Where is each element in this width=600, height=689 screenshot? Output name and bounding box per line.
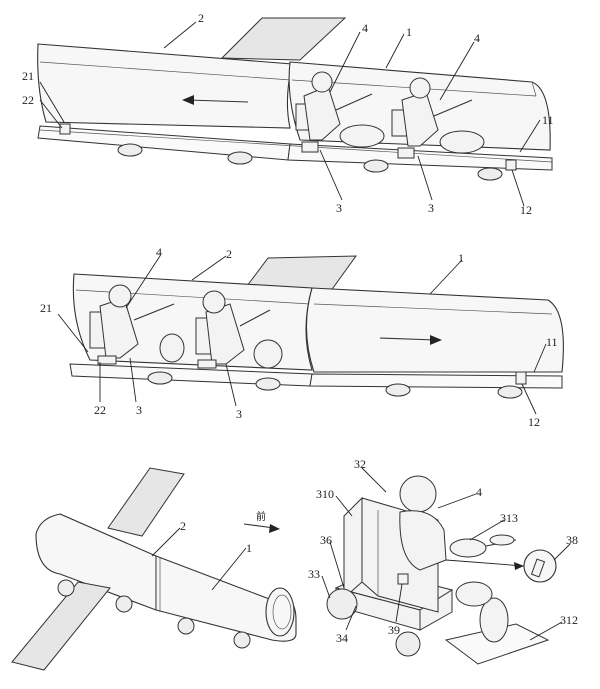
figure-2: 2 1 4 11 12 3 3 21 22: [40, 245, 564, 429]
fig2-label-22: 22: [94, 403, 106, 417]
fig2-label-1: 1: [458, 251, 464, 265]
fig1-label-12: 12: [520, 203, 532, 217]
fig2-seat: [195, 290, 283, 369]
fig1-part-22: [59, 123, 71, 135]
fig3-wing-upper: [107, 467, 185, 537]
figure-3: 2 1 前: [11, 467, 297, 671]
fig2-wheel: [255, 377, 281, 391]
fig2-label-3b: 3: [236, 407, 242, 421]
fig3-wheel: [57, 579, 75, 597]
fig1-part-12: [505, 159, 517, 171]
fig3-label-2: 2: [180, 519, 186, 533]
fig1-direction-arrow: [182, 95, 249, 105]
fig1-seat: [391, 77, 485, 159]
fig2-label-4: 4: [156, 245, 162, 259]
fig4-label-312: 312: [560, 613, 578, 627]
fig1-wing: [220, 17, 347, 61]
fig4-wheel: [395, 631, 421, 657]
fig2-seat: [89, 284, 185, 365]
fig1-label-2: 2: [198, 11, 204, 25]
fig4-armrest: [449, 538, 487, 558]
fig4-label-4: 4: [476, 485, 482, 499]
fig4-label-310: 310: [316, 487, 334, 501]
fig4-label-34: 34: [336, 631, 348, 645]
fig1-wheel: [477, 167, 503, 181]
fig2-wheel: [497, 385, 523, 399]
fig2-label-21: 21: [40, 301, 52, 315]
fig2-direction-arrow: [379, 335, 442, 345]
fig2-label-3a: 3: [136, 403, 142, 417]
fig2-part-12: [515, 371, 527, 385]
fig4-label-36: 36: [320, 533, 332, 547]
fig4-part-39: [397, 573, 409, 585]
fig1-seat: [295, 71, 385, 153]
fig1-label-21: 21: [22, 69, 34, 83]
fig2-label-11: 11: [546, 335, 558, 349]
fig4-occupant: [399, 510, 447, 571]
fig4-label-38: 38: [566, 533, 578, 547]
fig4-wheel: [326, 588, 358, 620]
fig4-label-33: 33: [308, 567, 320, 581]
fig1-label-1: 1: [406, 25, 412, 39]
fig2-label-2: 2: [226, 247, 232, 261]
fig2-base-front: [309, 373, 563, 389]
fig3-label-1: 1: [246, 541, 252, 555]
fig1-label-22: 22: [22, 93, 34, 107]
fig4-headrest: [399, 475, 437, 513]
fig1-label-3b: 3: [428, 201, 434, 215]
figure-4: 32 4 310 313 36 33 34 39 38 312: [308, 457, 578, 665]
fig2-wheel: [385, 383, 411, 397]
fig1-label-3a: 3: [336, 201, 342, 215]
fig1-wheel: [227, 151, 253, 165]
fig1-wheel: [363, 159, 389, 173]
fig3-direction-arrow: [243, 523, 280, 533]
fig1-wheel: [117, 143, 143, 157]
fig3-wheel: [233, 631, 251, 649]
figure-1: 2 1 4 4 11 12 3 3 21 22: [22, 11, 554, 217]
fig3-wing-lower: [11, 581, 111, 671]
fig1-label-4b: 4: [474, 31, 480, 45]
fig4-label-32: 32: [354, 457, 366, 471]
fig3-label-direction: 前: [256, 510, 266, 523]
fig4-label-313: 313: [500, 511, 518, 525]
fig1-label-11: 11: [542, 113, 554, 127]
fig4-leg: [479, 597, 509, 643]
fig2-wheel: [147, 371, 173, 385]
fig4-back-panel: [343, 496, 363, 600]
fig2-module-1-shell: [305, 287, 564, 373]
fig3-wheel: [115, 595, 133, 613]
fig2-label-12: 12: [528, 415, 540, 429]
fig4-label-39: 39: [388, 623, 400, 637]
fig1-label-4a: 4: [362, 21, 368, 35]
fig3-wheel: [177, 617, 195, 635]
